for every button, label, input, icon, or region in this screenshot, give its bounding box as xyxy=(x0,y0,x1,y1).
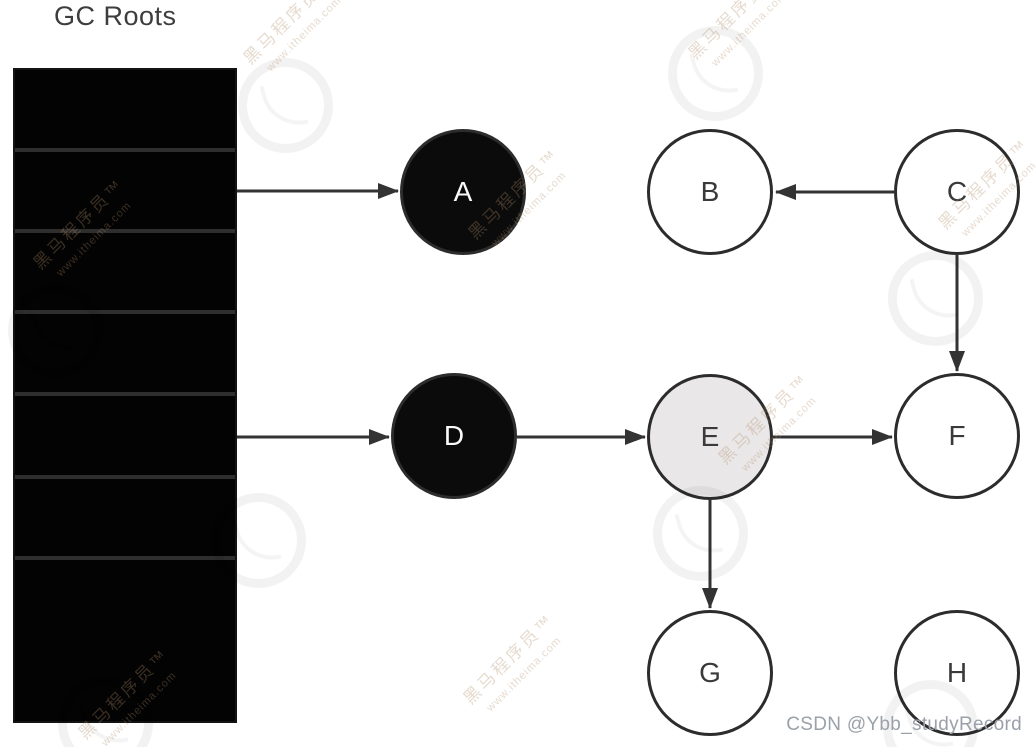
node-e: E xyxy=(647,374,773,500)
node-a-label: A xyxy=(453,176,473,207)
gc-roots-stack xyxy=(13,68,237,723)
node-b: B xyxy=(647,129,773,255)
node-d-label: D xyxy=(443,420,465,451)
node-b-label: B xyxy=(700,176,720,207)
stack-segment xyxy=(15,152,235,229)
node-d: D xyxy=(391,373,517,499)
node-g-label: G xyxy=(699,657,721,688)
stack-segment xyxy=(15,396,235,475)
stack-segment xyxy=(15,233,235,310)
node-g: G xyxy=(647,610,773,736)
node-f-label: F xyxy=(948,420,966,451)
node-c-label: C xyxy=(946,176,968,207)
csdn-credit: CSDN @Ybb_studyRecord xyxy=(786,714,1022,735)
stack-segment xyxy=(15,70,235,148)
node-a: A xyxy=(400,129,526,255)
node-e-label: E xyxy=(700,421,720,452)
node-h-label: H xyxy=(946,657,968,688)
diagram-title: GC Roots xyxy=(54,1,177,31)
node-f: F xyxy=(894,373,1020,499)
stack-segment xyxy=(15,560,235,721)
node-c: C xyxy=(894,129,1020,255)
stack-segment xyxy=(15,314,235,392)
stack-segment xyxy=(15,479,235,556)
